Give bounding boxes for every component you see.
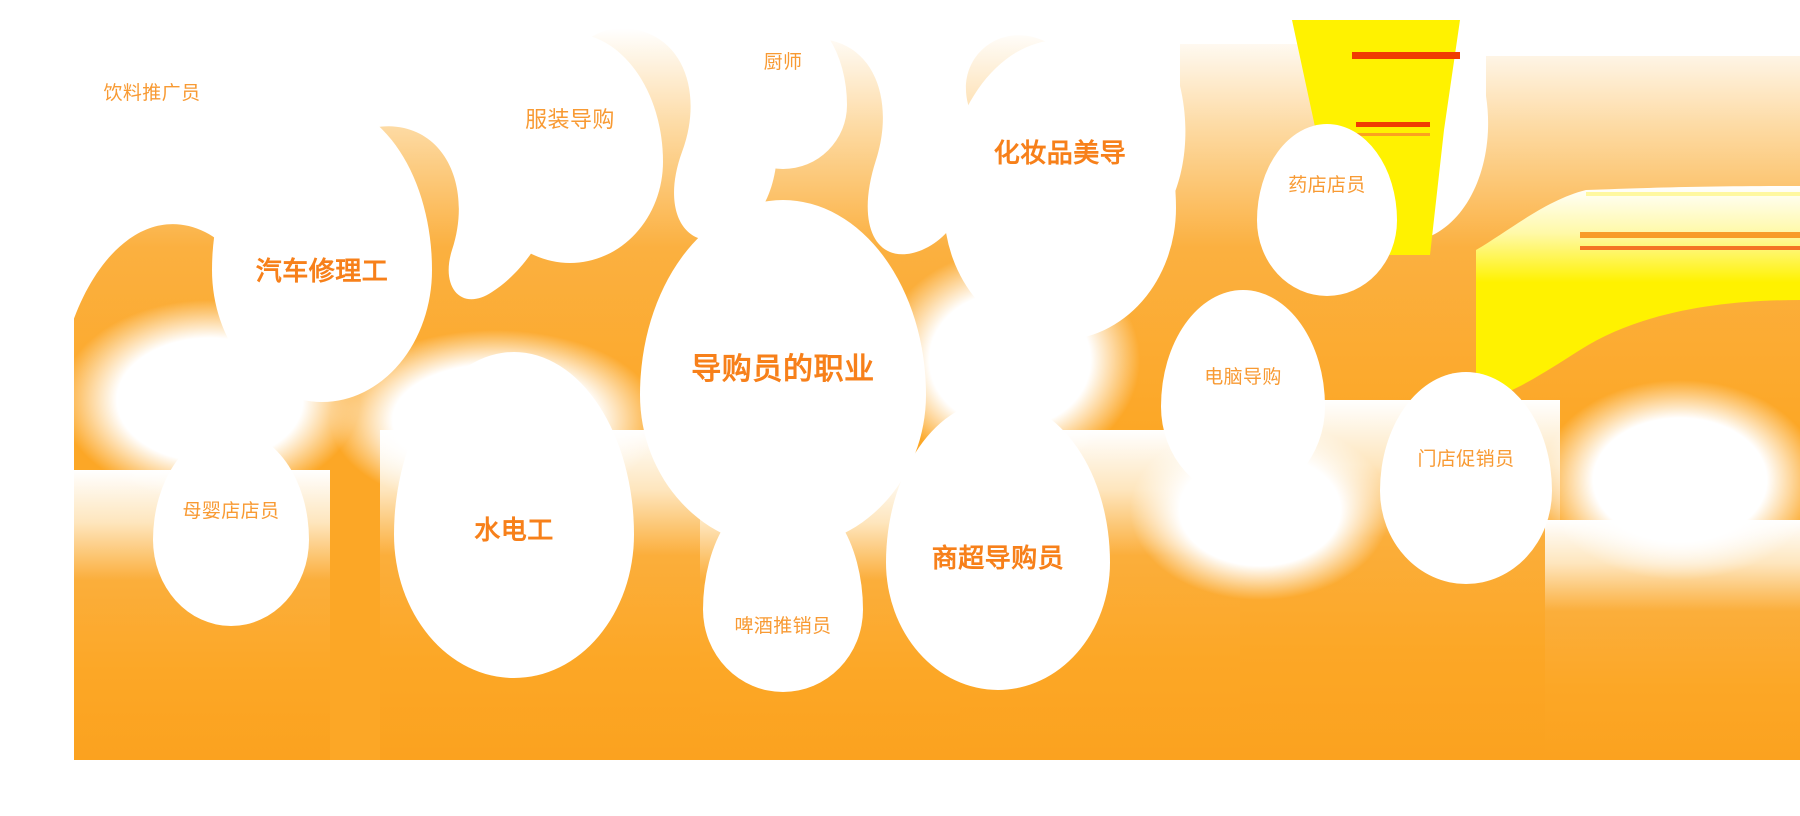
bubble-label-beverage-promoter: 饮料推广员: [103, 83, 201, 105]
bubble-label-cosmetics-beauty-advisor: 化妆品美导: [993, 138, 1127, 169]
left-margin-mask: [0, 0, 74, 816]
bubble-label-pharmacy-clerk: 药店店员: [1288, 175, 1366, 197]
red-stripe-upper: [1352, 52, 1460, 59]
bubble-label-auto-mechanic: 汽车修理工: [255, 256, 389, 287]
yellow-highlight-line: [1586, 192, 1800, 196]
red-stripe-lower: [1356, 122, 1430, 127]
bubble-label-center-shopping-guide-profession: 导购员的职业: [691, 352, 875, 386]
blob-far-right-column: [1545, 520, 1800, 760]
bubble-computer-sales[interactable]: 电脑导购: [1161, 290, 1325, 498]
bubble-label-beer-salesperson: 啤酒推销员: [734, 616, 832, 638]
bubble-cosmetics-beauty-advisor[interactable]: 化妆品美导: [944, 40, 1176, 340]
bubble-label-chef: 厨师: [763, 52, 803, 74]
orange-stripe-lower: [1356, 133, 1430, 136]
orange-stripe-right-a: [1580, 232, 1800, 238]
bubble-label-apparel-sales: 服装导购: [525, 107, 615, 133]
bottom-margin-mask: [0, 760, 1800, 816]
bubble-label-plumber-electrician: 水电工: [474, 515, 554, 546]
bubble-apparel-sales[interactable]: 服装导购: [477, 33, 663, 263]
bubble-label-supermarket-shopping-guide: 商超导购员: [931, 543, 1065, 574]
bubble-label-store-promoter: 门店促销员: [1417, 449, 1515, 471]
bubble-label-computer-sales: 电脑导购: [1204, 367, 1282, 389]
bubble-label-maternity-store-clerk: 母婴店店员: [182, 501, 280, 523]
bubble-beer-salesperson[interactable]: 啤酒推销员: [703, 486, 863, 692]
yellow-field-right: [1476, 186, 1800, 400]
red-stripe-right-b: [1580, 246, 1800, 250]
bubble-chef[interactable]: 厨师: [719, 9, 847, 169]
